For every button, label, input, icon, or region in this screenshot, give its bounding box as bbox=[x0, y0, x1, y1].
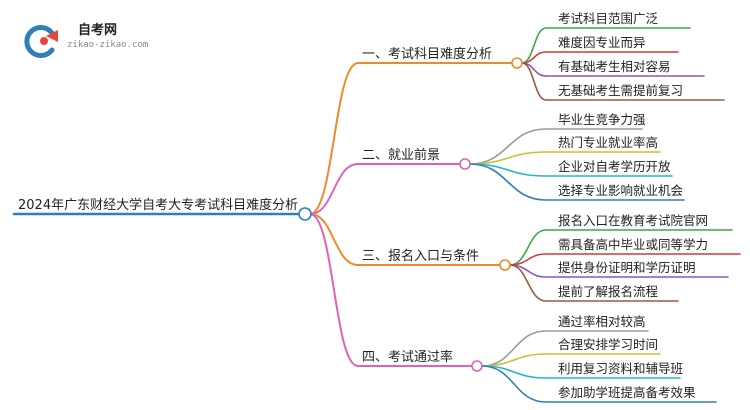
branch-connector bbox=[309, 163, 359, 215]
branch-label: 二、就业前景 bbox=[362, 147, 440, 163]
leaf-label: 考试科目范围广泛 bbox=[558, 11, 659, 26]
leaf-label: 提前了解报名流程 bbox=[558, 284, 659, 299]
node-layer: 2024年广东财经大学自考大专考试科目难度分析 一、考试科目难度分析 考试科目范围广… bbox=[18, 11, 708, 400]
logo-icon bbox=[24, 25, 58, 58]
branch-connector bbox=[309, 213, 359, 367]
leaf-connector bbox=[469, 163, 547, 201]
leaf-label: 难度因专业而异 bbox=[558, 35, 646, 50]
leaf-label: 有基础考生相对容易 bbox=[558, 59, 671, 74]
branch-node-circle bbox=[459, 158, 471, 170]
branch-connector bbox=[309, 62, 359, 215]
leaf-connector bbox=[509, 264, 547, 302]
branch-node-circle bbox=[511, 57, 523, 69]
leaf-label: 热门专业就业率高 bbox=[558, 135, 658, 150]
logo-url: zikao-zikao.com bbox=[67, 40, 148, 50]
root-node-circle bbox=[298, 207, 312, 221]
leaf-label: 合理安排学习时间 bbox=[558, 337, 658, 352]
branch-node-circle bbox=[499, 259, 511, 271]
leaf-label: 选择专业影响就业机会 bbox=[558, 183, 684, 198]
branch-label: 三、报名入口与条件 bbox=[362, 248, 479, 264]
branch-connector bbox=[309, 213, 359, 266]
connector-lines bbox=[12, 27, 741, 403]
branch-node-circle bbox=[471, 360, 483, 372]
leaf-label: 报名入口在教育考试院官网 bbox=[558, 213, 708, 228]
branch-label: 四、考试通过率 bbox=[362, 349, 453, 365]
leaf-label: 参加助学班提高备考效果 bbox=[558, 385, 696, 400]
leaf-connector bbox=[469, 128, 547, 165]
leaf-label: 毕业生竞争力强 bbox=[558, 112, 646, 127]
leaf-label: 提供身份证明和学历证明 bbox=[558, 260, 696, 275]
leaf-connector bbox=[481, 365, 547, 403]
leaf-connector bbox=[521, 62, 547, 101]
leaf-label: 无基础考生需提前复习 bbox=[558, 83, 683, 98]
branch-label: 一、考试科目难度分析 bbox=[362, 46, 492, 62]
leaf-label: 需具备高中毕业或同等学力 bbox=[558, 237, 708, 252]
logo-brand: 自考网 bbox=[78, 22, 117, 38]
root-label: 2024年广东财经大学自考大专考试科目难度分析 bbox=[18, 197, 298, 213]
site-logo: 自考网 zikao-zikao.com bbox=[24, 22, 148, 58]
leaf-label: 利用复习资料和辅导班 bbox=[558, 361, 683, 376]
leaf-label: 企业对自考学历开放 bbox=[558, 159, 671, 174]
leaf-label: 通过率相对较高 bbox=[558, 314, 646, 329]
